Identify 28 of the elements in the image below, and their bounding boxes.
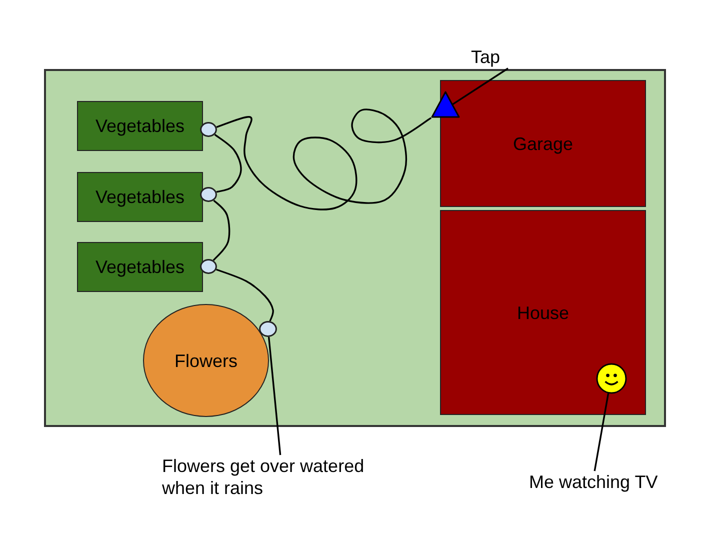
callout-text: Flowers get over watered when it rains <box>162 455 378 499</box>
oval-icon <box>200 259 217 274</box>
leader-line <box>594 393 610 472</box>
smiley-icon <box>596 362 626 394</box>
oval-icon <box>259 321 277 337</box>
bed-label: Vegetables <box>95 115 185 137</box>
leader-line <box>268 336 282 456</box>
garage-block <box>440 80 646 207</box>
bed-label: Vegetables <box>95 256 185 278</box>
oval-icon <box>200 187 217 202</box>
vegetable-bed <box>77 172 203 222</box>
hose-line <box>216 268 274 322</box>
area-label: House <box>516 302 570 324</box>
vegetable-bed <box>77 242 203 292</box>
hose-line <box>214 134 242 193</box>
house-block <box>440 210 646 415</box>
triangle-icon <box>431 91 460 118</box>
area-label: Garage <box>512 132 574 154</box>
callout-text: Me watching TV <box>529 471 658 493</box>
callout-text: Tap <box>471 46 508 73</box>
oval-icon <box>200 122 217 137</box>
hose-line <box>216 108 432 210</box>
vegetable-bed <box>77 101 203 151</box>
bed-label: Flowers <box>174 350 238 372</box>
hose-line <box>212 200 230 261</box>
bed-label: Vegetables <box>95 186 185 208</box>
garden-area <box>44 69 666 427</box>
leader-line <box>452 68 508 106</box>
